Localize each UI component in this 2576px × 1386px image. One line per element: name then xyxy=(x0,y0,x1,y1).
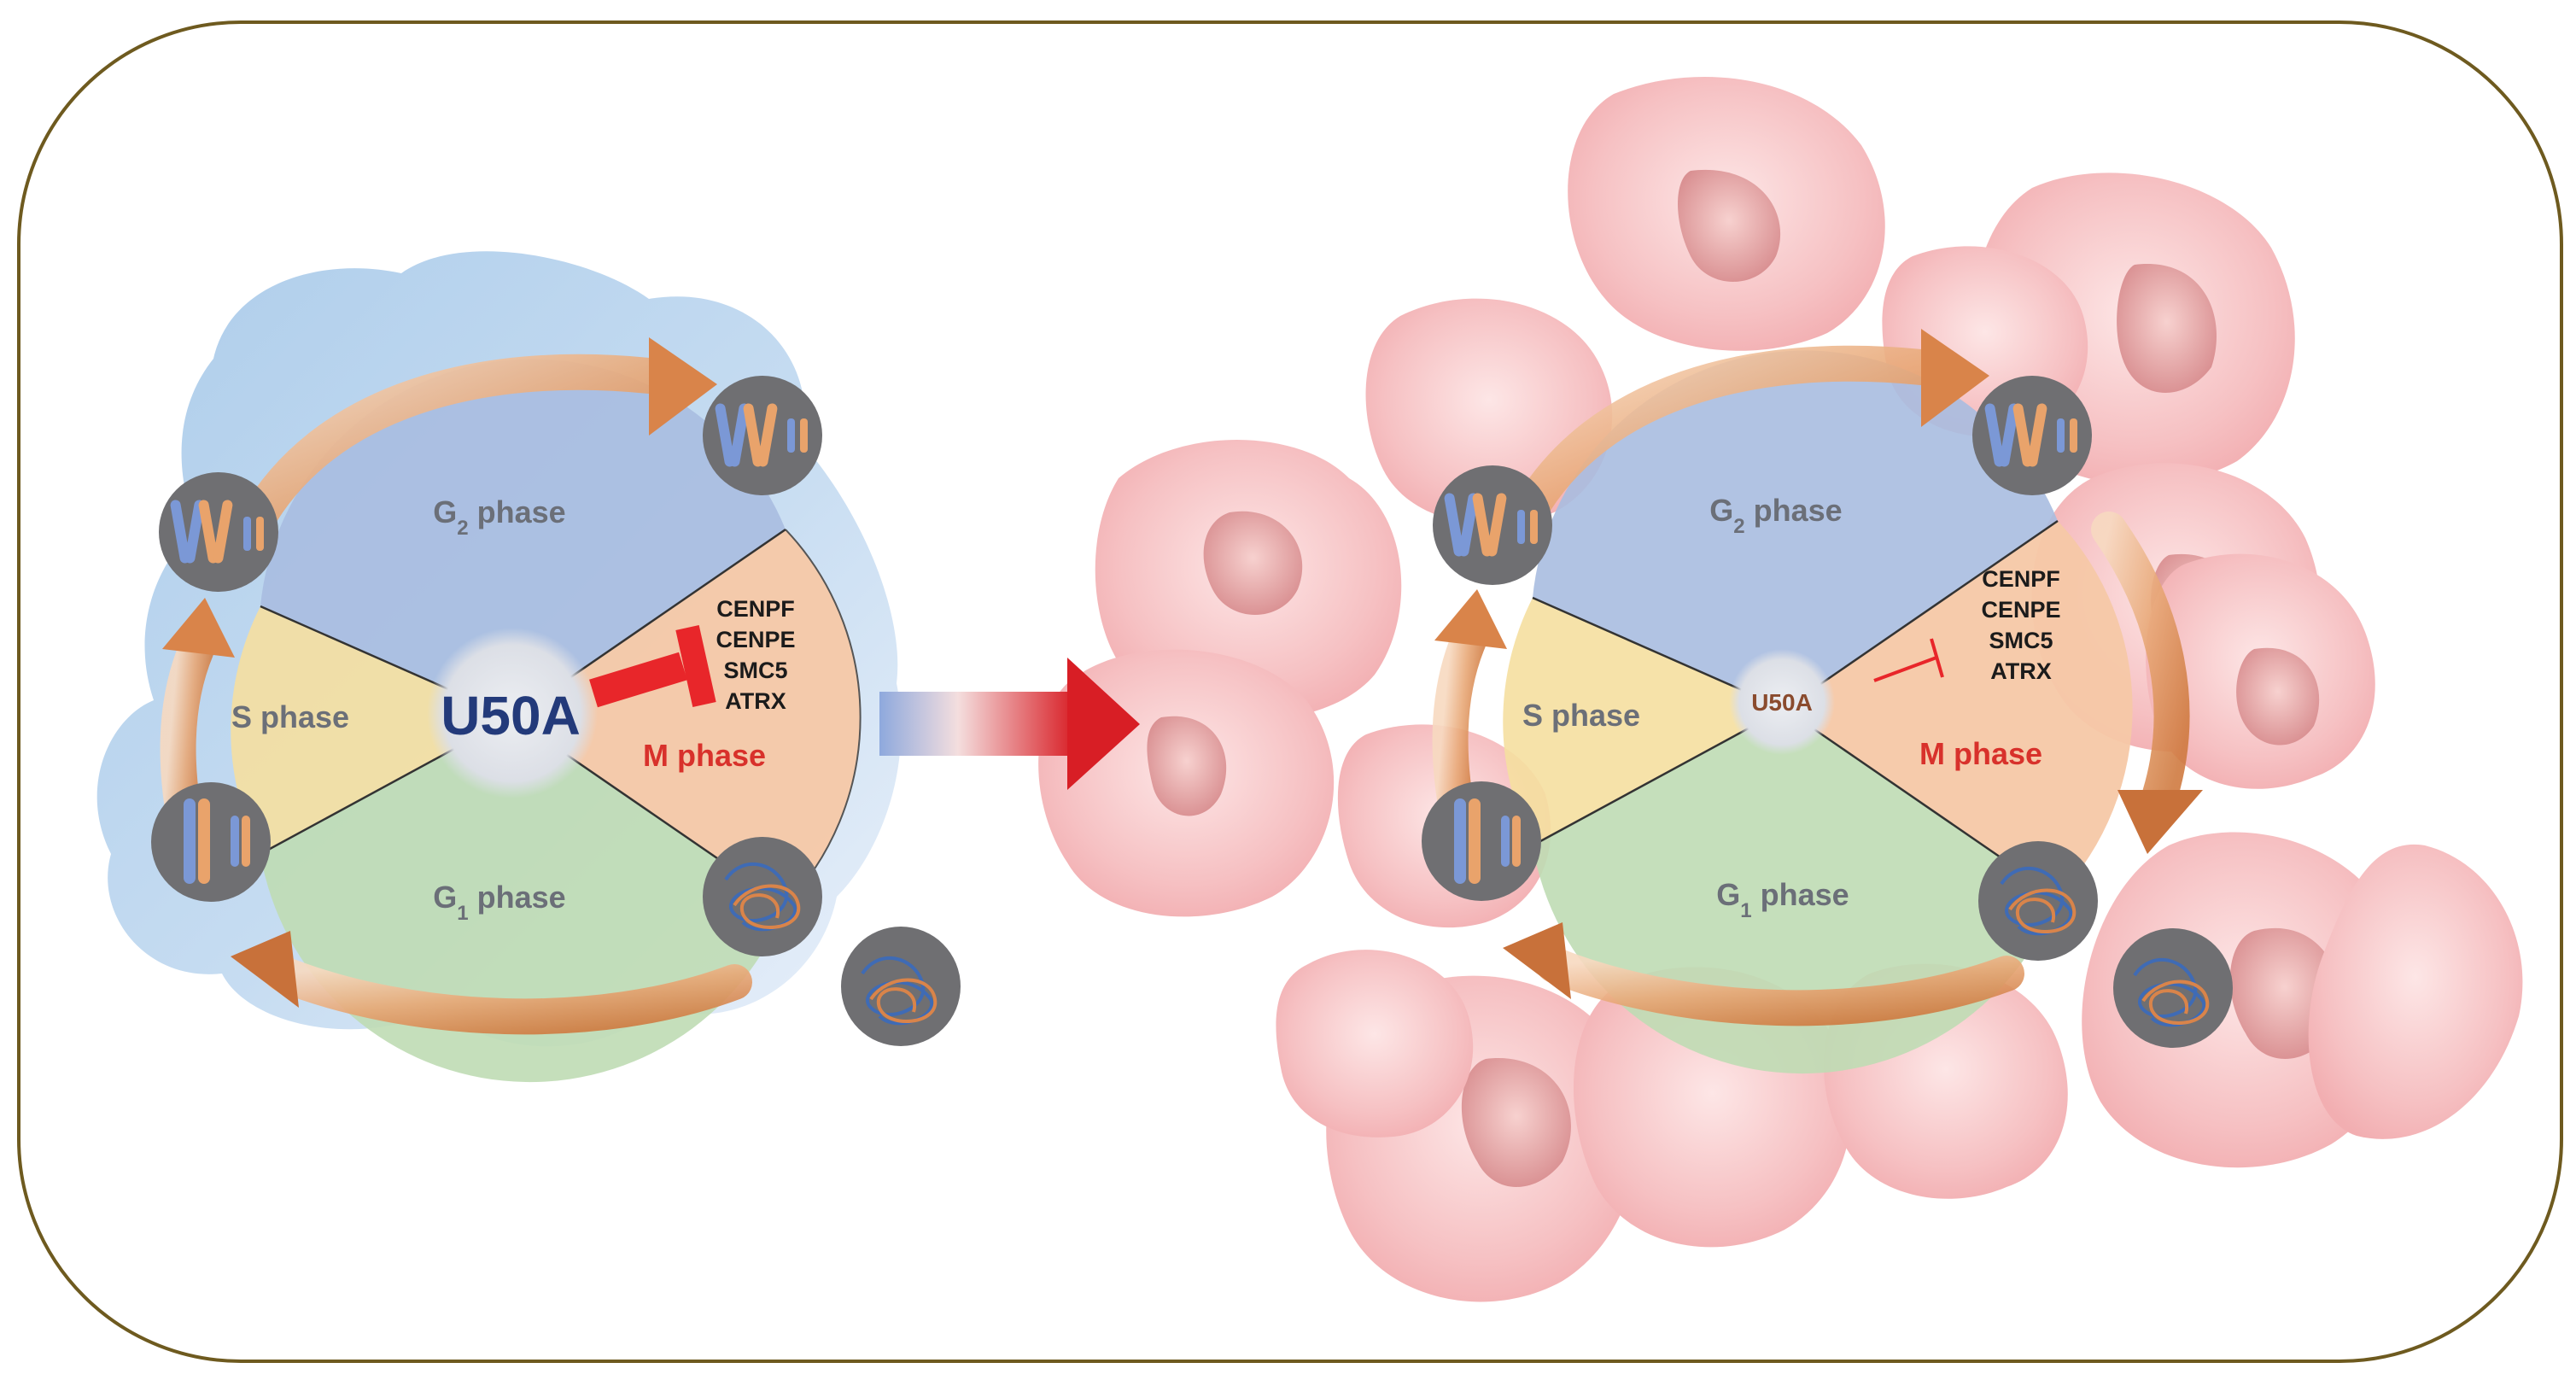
chromosome-disc-s xyxy=(151,782,271,902)
tumor-nucleus xyxy=(2236,647,2320,746)
target-gene: SMC5 xyxy=(1989,628,2053,653)
transition-arrow xyxy=(879,658,1140,790)
s-phase-label: S phase xyxy=(231,699,349,734)
m-sector xyxy=(1785,521,2133,897)
chromosome-disc-s xyxy=(1422,781,1541,901)
cycle-arrow xyxy=(2091,512,2190,812)
cycle-arrow-head xyxy=(1503,922,1571,999)
center-disc xyxy=(427,628,598,798)
right-cell-cycle: U50A G2 phase S phase G1 phase M phase C… xyxy=(1422,329,2233,1074)
inhibition-line xyxy=(589,652,687,708)
m-sector-edge xyxy=(785,529,862,906)
chromosome-disc-m-entry xyxy=(703,376,822,495)
g1-phase-label: G1 phase xyxy=(1716,877,1849,922)
s-sector xyxy=(231,606,512,854)
cycle-arrow-head xyxy=(1434,589,1507,649)
target-gene: CENPE xyxy=(1981,597,2060,623)
inhibition-bar xyxy=(675,624,716,708)
tumor-nucleus xyxy=(2117,264,2217,393)
g2-phase-label: G2 phase xyxy=(433,494,565,540)
center-disc xyxy=(1729,649,1835,755)
cycle-arrow xyxy=(1536,947,2024,1026)
inhibition-bar xyxy=(1930,638,1944,678)
center-label: U50A xyxy=(1751,689,1813,716)
tumor-cell xyxy=(1276,950,1474,1137)
g2-phase-label: G2 phase xyxy=(1709,493,1842,538)
cycle-arrow xyxy=(238,354,667,539)
target-gene: ATRX xyxy=(1990,658,2052,684)
chromosome-disc-m-entry xyxy=(1972,376,2092,495)
inhibition-line xyxy=(1873,656,1937,682)
g2-sector xyxy=(260,359,786,717)
cycle-arrow-head xyxy=(2117,790,2203,854)
chromatin-disc-g1 xyxy=(1978,841,2098,961)
cycle-arrow xyxy=(264,956,752,1035)
s-sector xyxy=(1503,598,1785,845)
target-gene: CENPE xyxy=(716,627,795,652)
g2-sector xyxy=(1533,350,2058,709)
target-gene-list: CENPF CENPE SMC5 ATRX xyxy=(716,596,795,714)
target-gene: CENPF xyxy=(716,596,795,622)
target-gene: CENPF xyxy=(1982,566,2060,592)
target-gene: ATRX xyxy=(725,688,786,714)
cycle-arrow-head xyxy=(231,931,299,1008)
cycle-arrow-head xyxy=(649,337,717,436)
tumor-nucleus xyxy=(1678,169,1781,282)
cycle-arrow xyxy=(1510,345,1939,530)
tumor-cell xyxy=(2308,844,2523,1139)
m-phase-label: M phase xyxy=(643,738,766,773)
tumor-nucleus xyxy=(1461,1058,1571,1187)
cycle-arrow-head xyxy=(1921,329,1989,427)
left-cell-cycle: U50A G2 phase S phase G1 phase M phase C… xyxy=(151,337,961,1083)
target-gene-list: CENPF CENPE SMC5 ATRX xyxy=(1981,566,2060,684)
chromatin-disc-g1 xyxy=(703,837,822,956)
sector-divider xyxy=(1784,519,2059,711)
cycle-arrow-head xyxy=(162,598,235,658)
tumor-nucleus xyxy=(1203,511,1303,615)
center-label: U50A xyxy=(441,685,581,746)
m-sector xyxy=(512,529,861,905)
chromatin-disc-daughter xyxy=(841,927,961,1046)
chromatin-disc-daughter xyxy=(2113,928,2233,1048)
tumor-nucleus xyxy=(1147,716,1227,816)
chromosome-disc-g2 xyxy=(159,472,278,592)
g1-phase-label: G1 phase xyxy=(433,880,565,925)
s-phase-label: S phase xyxy=(1522,698,1640,733)
target-gene: SMC5 xyxy=(723,658,787,683)
m-phase-label: M phase xyxy=(1919,736,2042,771)
chromosome-disc-g2 xyxy=(1433,465,1552,585)
